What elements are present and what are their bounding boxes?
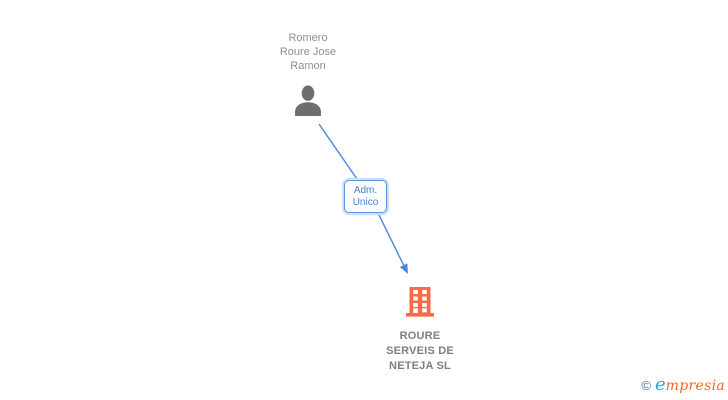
connector-label-to-company: [378, 214, 408, 274]
company-name-label: ROURE SERVEIS DE NETEJA SL: [386, 330, 454, 372]
person-name-label: Romero Roure Jose Ramon: [279, 32, 337, 72]
connector-person-to-label: [318, 123, 358, 180]
brand-rest: mpresia: [665, 378, 725, 394]
building-icon: [406, 287, 434, 317]
person-icon-wrap: [233, 85, 383, 116]
brand-watermark[interactable]: © empresia: [641, 374, 725, 395]
person-icon: [295, 85, 321, 116]
brand-initial: e: [655, 374, 666, 395]
company-node[interactable]: ROURE SERVEIS DE NETEJA SL: [345, 285, 495, 374]
brand-logo-text: empresia: [655, 374, 725, 395]
relationship-label-box[interactable]: Adm. Unico: [344, 180, 387, 213]
person-node[interactable]: Romero Roure Jose Ramon: [233, 31, 383, 116]
copyright-icon: ©: [641, 378, 652, 393]
